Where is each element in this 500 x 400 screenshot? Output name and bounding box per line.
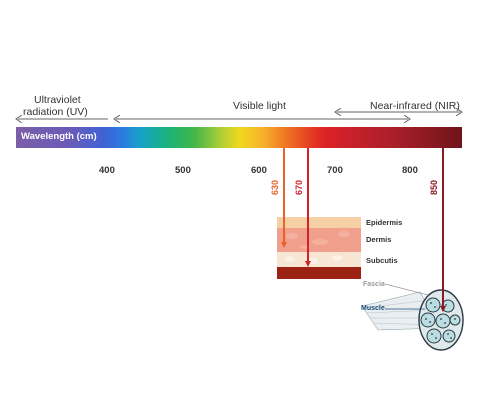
uv-label-line1: Ultraviolet: [34, 94, 81, 106]
epidermis-layer: [277, 217, 361, 228]
tick-700: 700: [327, 165, 343, 176]
epidermis-label: Epidermis: [366, 218, 403, 227]
fascia-pointer: [384, 283, 429, 296]
visible-light-label: Visible light: [233, 100, 286, 112]
tick-800: 800: [402, 165, 418, 176]
wavelength-spectrum-bar: Wavelength (cm): [16, 127, 462, 148]
tick-500: 500: [175, 165, 191, 176]
tick-400: 400: [99, 165, 115, 176]
muscle-bundle-illustration: [361, 289, 464, 351]
skin-cross-section: [277, 217, 361, 279]
spectrum-bar-label: Wavelength (cm): [21, 131, 97, 142]
fascia-label: Fascia: [363, 281, 385, 288]
muscle-label: Muscle: [361, 305, 385, 312]
uv-label-line2: radiation (UV): [23, 106, 88, 118]
deep-tissue-layer: [277, 267, 361, 279]
subcutis-label: Subcutis: [366, 256, 398, 265]
marker-630-label: 630: [270, 179, 280, 195]
tick-600: 600: [251, 165, 267, 176]
dermis-label: Dermis: [366, 235, 392, 244]
marker-670-label: 670: [294, 179, 304, 195]
marker-850-label: 850: [429, 179, 439, 195]
